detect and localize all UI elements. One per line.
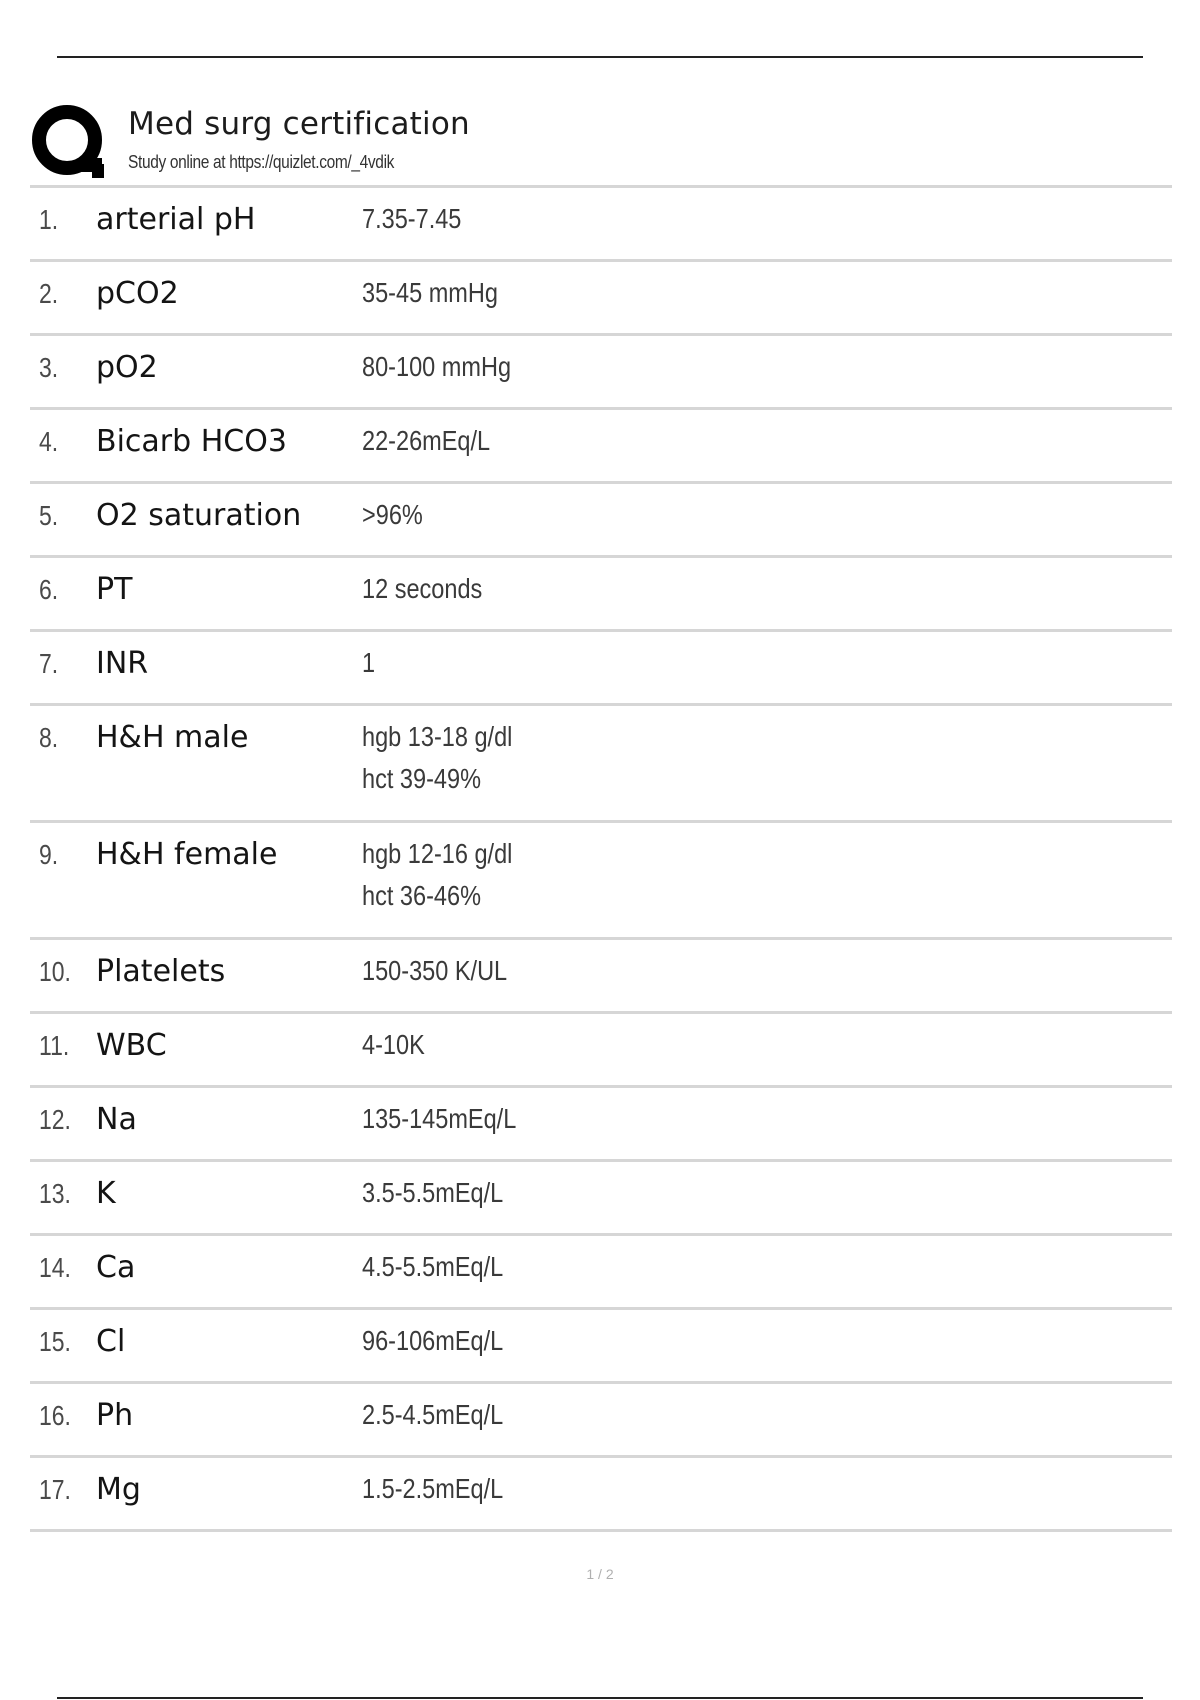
card-number: 6.	[39, 574, 59, 605]
flashcard-table: 1. arterial pH 7.35-7.45 2. pCO2 35-45 mmHg 3.…	[30, 185, 1172, 1532]
card-number: 4.	[39, 426, 59, 457]
card-row: 9. H&H female hgb 12-16 g/dl hct 36-46%	[30, 823, 1172, 940]
card-row: 11. WBC 4-10K	[30, 1014, 1172, 1088]
definition-line: 80-100 mmHg	[362, 351, 512, 382]
card-term: Platelets	[96, 954, 226, 989]
card-number: 2.	[39, 278, 59, 309]
top-rule	[57, 56, 1143, 58]
definition-line: 3.5-5.5mEq/L	[362, 1177, 504, 1208]
card-definition: 22-26mEq/L	[362, 425, 490, 462]
study-online-link[interactable]: Study online at https://quizlet.com/_4vd…	[128, 152, 395, 172]
definition-line: hgb 13-18 g/dl	[362, 721, 513, 752]
definition-line: hgb 12-16 g/dl	[362, 838, 513, 869]
card-row: 14. Ca 4.5-5.5mEq/L	[30, 1236, 1172, 1310]
card-number: 11.	[39, 1030, 70, 1061]
card-row: 15. Cl 96-106mEq/L	[30, 1310, 1172, 1384]
card-row: 3. pO2 80-100 mmHg	[30, 336, 1172, 410]
page-number: 1 / 2	[586, 1566, 614, 1582]
definition-line: 1.5-2.5mEq/L	[362, 1473, 504, 1504]
card-definition: 3.5-5.5mEq/L	[362, 1177, 503, 1214]
card-term: Mg	[96, 1472, 141, 1507]
card-definition: hgb 12-16 g/dl hct 36-46%	[362, 838, 512, 917]
card-number: 3.	[39, 352, 59, 383]
card-definition: 150-350 K/UL	[362, 955, 507, 992]
card-row: 4. Bicarb HCO3 22-26mEq/L	[30, 410, 1172, 484]
definition-line: 4-10K	[362, 1029, 425, 1060]
card-number: 10.	[39, 956, 71, 987]
card-definition: 12 seconds	[362, 573, 482, 610]
card-row: 8. H&H male hgb 13-18 g/dl hct 39-49%	[30, 706, 1172, 823]
card-number: 8.	[39, 722, 59, 753]
definition-line: >96%	[362, 499, 423, 530]
card-definition: hgb 13-18 g/dl hct 39-49%	[362, 721, 512, 800]
card-number: 14.	[39, 1252, 71, 1283]
card-term: Ca	[96, 1250, 136, 1285]
card-term: H&H male	[96, 720, 249, 755]
card-number: 16.	[39, 1400, 71, 1431]
set-title: Med surg certification	[128, 106, 470, 142]
card-number: 7.	[39, 648, 59, 679]
card-row: 6. PT 12 seconds	[30, 558, 1172, 632]
card-term: WBC	[96, 1028, 167, 1063]
card-term: O2 saturation	[96, 498, 302, 533]
card-definition: 4-10K	[362, 1029, 425, 1066]
definition-line: 96-106mEq/L	[362, 1325, 504, 1356]
definition-line: 1	[362, 647, 376, 678]
card-definition: 2.5-4.5mEq/L	[362, 1399, 503, 1436]
card-term: Bicarb HCO3	[96, 424, 287, 459]
card-definition: 80-100 mmHg	[362, 351, 511, 388]
card-definition: 1.5-2.5mEq/L	[362, 1473, 503, 1510]
card-definition: 96-106mEq/L	[362, 1325, 503, 1362]
card-row: 13. K 3.5-5.5mEq/L	[30, 1162, 1172, 1236]
document-header: Med surg certification Study online at h…	[30, 100, 1172, 186]
card-term: pO2	[96, 350, 158, 385]
card-row: 12. Na 135-145mEq/L	[30, 1088, 1172, 1162]
card-number: 5.	[39, 500, 59, 531]
card-number: 13.	[39, 1178, 71, 1209]
quizlet-logo-icon	[32, 105, 104, 178]
card-definition: 135-145mEq/L	[362, 1103, 516, 1140]
card-term: pCO2	[96, 276, 179, 311]
card-definition: 35-45 mmHg	[362, 277, 498, 314]
card-row: 5. O2 saturation >96%	[30, 484, 1172, 558]
card-definition: >96%	[362, 499, 423, 536]
card-number: 9.	[39, 839, 59, 870]
card-number: 12.	[39, 1104, 71, 1135]
card-definition: 1	[362, 647, 375, 684]
card-number: 1.	[39, 204, 59, 235]
definition-line: hct 36-46%	[362, 880, 481, 911]
card-row: 1. arterial pH 7.35-7.45	[30, 188, 1172, 262]
card-term: Cl	[96, 1324, 126, 1359]
card-row: 16. Ph 2.5-4.5mEq/L	[30, 1384, 1172, 1458]
definition-line: 7.35-7.45	[362, 203, 462, 234]
card-number: 17.	[39, 1474, 71, 1505]
definition-line: 135-145mEq/L	[362, 1103, 517, 1134]
card-term: Na	[96, 1102, 137, 1137]
card-term: Ph	[96, 1398, 134, 1433]
card-row: 17. Mg 1.5-2.5mEq/L	[30, 1458, 1172, 1532]
card-definition: 7.35-7.45	[362, 203, 461, 240]
card-term: H&H female	[96, 837, 278, 872]
card-row: 2. pCO2 35-45 mmHg	[30, 262, 1172, 336]
definition-line: 35-45 mmHg	[362, 277, 498, 308]
card-row: 10. Platelets 150-350 K/UL	[30, 940, 1172, 1014]
card-definition: 4.5-5.5mEq/L	[362, 1251, 503, 1288]
card-term: INR	[96, 646, 149, 681]
card-term: PT	[96, 572, 133, 607]
card-term: arterial pH	[96, 202, 256, 237]
definition-line: 22-26mEq/L	[362, 425, 491, 456]
card-row: 7. INR 1	[30, 632, 1172, 706]
definition-line: hct 39-49%	[362, 763, 481, 794]
bottom-rule	[57, 1697, 1143, 1699]
card-number: 15.	[39, 1326, 71, 1357]
definition-line: 12 seconds	[362, 573, 483, 604]
card-term: K	[96, 1176, 116, 1211]
definition-line: 2.5-4.5mEq/L	[362, 1399, 504, 1430]
definition-line: 150-350 K/UL	[362, 955, 508, 986]
definition-line: 4.5-5.5mEq/L	[362, 1251, 504, 1282]
